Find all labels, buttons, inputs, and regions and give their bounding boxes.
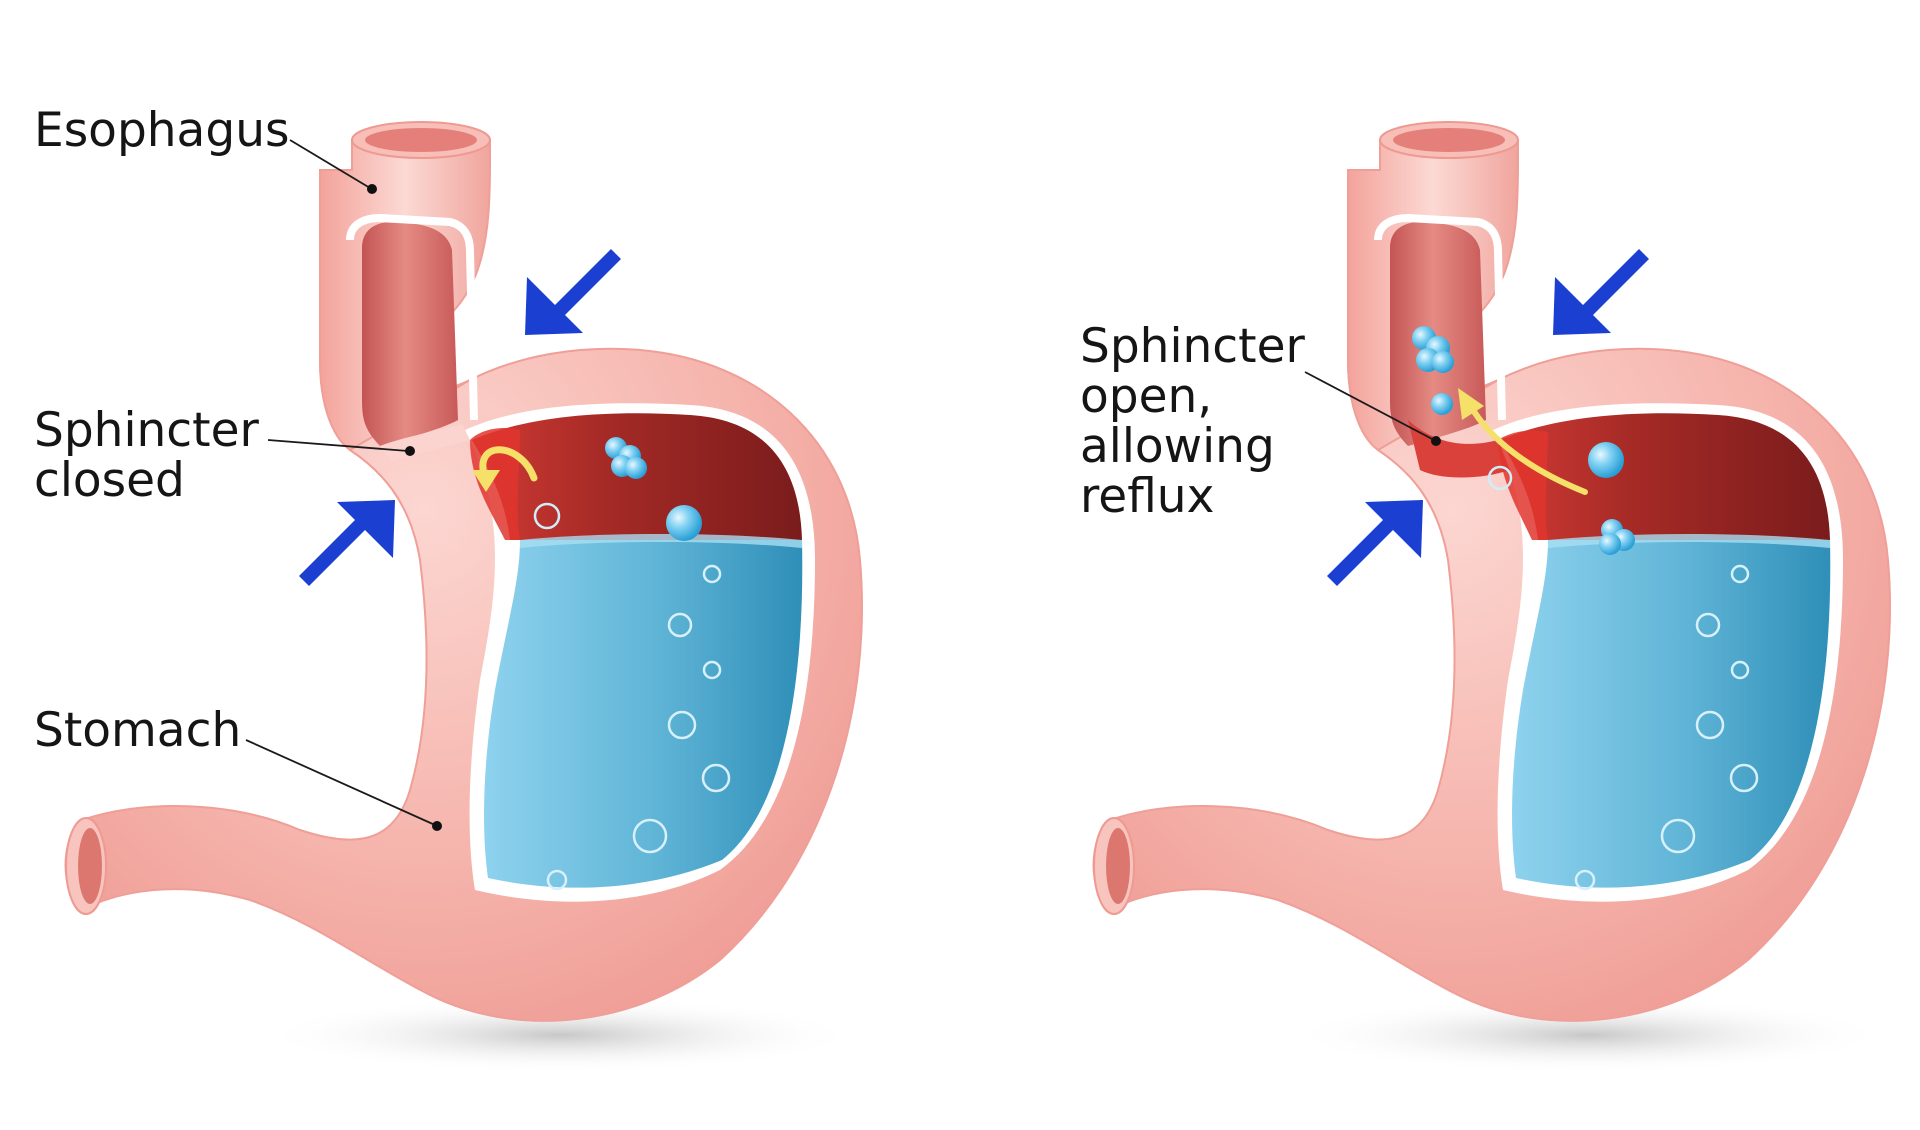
leader-lines xyxy=(245,139,1441,831)
sphincter-open-label-line2: open, xyxy=(1080,369,1212,424)
yellow-arrow-icon xyxy=(472,446,538,492)
sphincter-open-label-line1: Sphincter xyxy=(1080,319,1305,374)
sphincter-open-label-line3: allowing xyxy=(1080,419,1275,474)
blue-arrow-icon xyxy=(1553,249,1649,335)
blue-arrow-icon xyxy=(1327,500,1423,586)
stomach-open-body xyxy=(1094,122,1890,1073)
bubble-icon xyxy=(533,437,702,541)
stomach-label: Stomach xyxy=(34,703,241,758)
stomach-closed-illustration xyxy=(66,122,862,1073)
esophagus-label: Esophagus xyxy=(34,103,289,158)
sphincter-closed-label-line2: closed xyxy=(34,453,185,508)
blue-arrow-icon xyxy=(299,500,395,586)
yellow-arrow-icon xyxy=(1458,388,1588,495)
sphincter-closed-label-line1: Sphincter xyxy=(34,403,259,458)
sphincter-open-label-line4: reflux xyxy=(1080,469,1214,524)
stomach-open-illustration xyxy=(1094,122,1890,1073)
stomach-closed-body xyxy=(66,122,862,1073)
blue-arrow-icon xyxy=(525,249,621,335)
bubble-icon xyxy=(1412,326,1635,555)
